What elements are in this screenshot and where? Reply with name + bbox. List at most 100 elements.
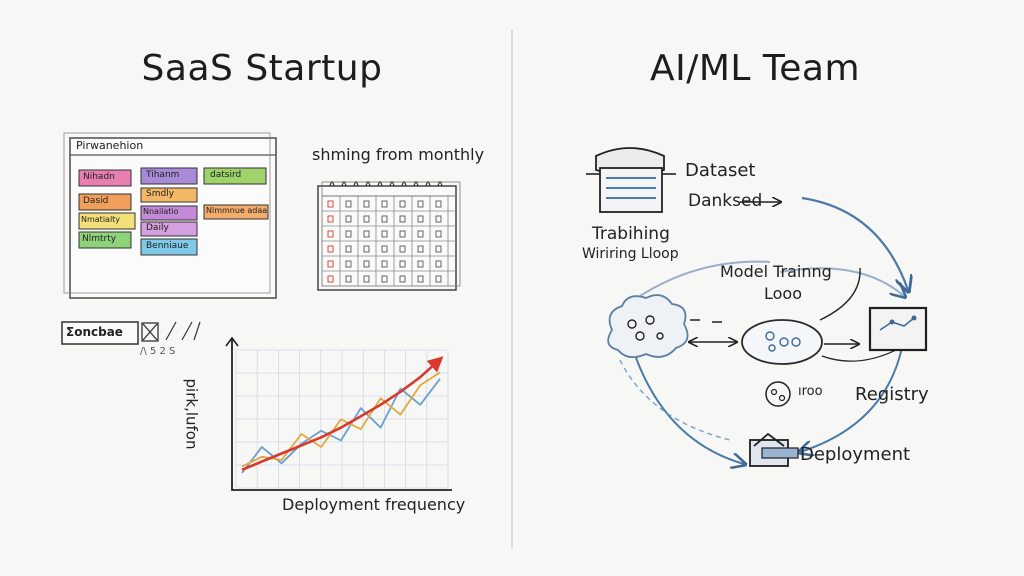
- calendar-ring: [353, 181, 359, 187]
- calendar-day-mark: [417, 245, 424, 253]
- kanban-card-6: [78, 212, 136, 230]
- small-box: [61, 321, 139, 345]
- calendar-day-mark: [363, 245, 370, 253]
- calendar-ring: [413, 181, 419, 187]
- kanban-card-10-label: Daily: [146, 223, 169, 233]
- calendar-day-mark: [345, 215, 352, 223]
- dataset-sub-label: Danksed: [688, 191, 763, 211]
- kanban-card-1: [78, 169, 132, 187]
- calendar-day-mark: [327, 215, 334, 223]
- small-node-label: ıroo: [798, 384, 823, 399]
- curve-model-up: [819, 267, 861, 321]
- arrow-dataset-to-registry: [801, 196, 908, 290]
- training-sub-label: Wiriring Lloop: [582, 246, 679, 262]
- kanban-card-4-label: Dasid: [83, 196, 109, 206]
- y-axis-arrow: [225, 336, 239, 347]
- calendar-day-mark: [363, 230, 370, 238]
- dataset-label: Dataset: [685, 160, 756, 181]
- calendar-ring: [377, 181, 383, 187]
- calendar-day-mark: [399, 275, 406, 283]
- kanban-card-3: [203, 167, 267, 185]
- dataset-server-icon: [586, 147, 676, 213]
- calendar-ring: [341, 181, 347, 187]
- calendar: [317, 181, 461, 291]
- training-label: Trabihing: [592, 224, 670, 244]
- chart-x-label: Deployment frequency: [282, 495, 466, 514]
- arc-training-loop: [639, 260, 771, 297]
- calendar-day-mark: [435, 260, 442, 268]
- small-model-node: [765, 381, 791, 407]
- chart-grid: [235, 349, 449, 489]
- checked-box-x: [142, 323, 158, 341]
- calendar-day-mark: [327, 230, 334, 238]
- series-line-3: [241, 378, 441, 474]
- arc-model-to-registry: [779, 267, 904, 296]
- kanban-header: Pirwanehion: [76, 139, 144, 152]
- calendar-day-mark: [417, 260, 424, 268]
- kanban-card-2-label: Tihanm: [146, 170, 180, 180]
- small-scribble-text: /\ 5 2 S: [140, 346, 176, 357]
- calendar-ring: [329, 181, 335, 187]
- calendar-rings: [329, 181, 443, 187]
- model-training-label: Model Trainng: [720, 262, 832, 281]
- checked-box: [141, 322, 159, 342]
- calendar-day-mark: [435, 200, 442, 208]
- registry-label: Registry: [855, 384, 929, 405]
- calendar-ring: [425, 181, 431, 187]
- scribble-marks: [165, 321, 201, 341]
- calendar-day-mark: [345, 245, 352, 253]
- series-line-2: [241, 371, 441, 468]
- kanban-card-9: [78, 231, 132, 249]
- kanban-card-11: [140, 238, 198, 256]
- calendar-day-mark: [399, 260, 406, 268]
- calendar-day-mark: [381, 200, 388, 208]
- calendar-day-mark: [363, 275, 370, 283]
- kanban-card-9-label: Nlmtrty: [82, 234, 117, 244]
- kanban-card-1-label: Nihadn: [83, 172, 115, 182]
- calendar-day-mark: [399, 245, 406, 253]
- calendar-ring: [365, 181, 371, 187]
- calendar-day-mark: [345, 200, 352, 208]
- small-box-label: Σoncbae: [66, 325, 123, 339]
- calendar-day-mark: [327, 275, 334, 283]
- kanban-card-5: [140, 187, 198, 203]
- calendar-day-mark: [327, 245, 334, 253]
- series-line-1: [241, 356, 444, 472]
- kanban-card-7: [140, 205, 198, 221]
- calendar-day-mark: [345, 260, 352, 268]
- chart-axes: [231, 338, 452, 491]
- dashed-arc: [619, 359, 731, 441]
- calendar-day-mark: [417, 275, 424, 283]
- calendar-day-mark: [381, 260, 388, 268]
- kanban-board: [63, 132, 277, 299]
- calendar-day-mark: [345, 275, 352, 283]
- calendar-ring: [389, 181, 395, 187]
- calendar-day-mark: [345, 230, 352, 238]
- model-training-sub-label: Looo: [764, 284, 802, 303]
- calendar-day-mark: [435, 245, 442, 253]
- calendar-day-mark: [417, 230, 424, 238]
- calendar-caption: shming from monthly: [312, 145, 485, 164]
- calendar-day-mark: [363, 200, 370, 208]
- calendar-ring: [437, 181, 443, 187]
- kanban-card-7-label: Nnailatio: [143, 207, 179, 216]
- calendar-day-mark: [381, 275, 388, 283]
- calendar-day-mark: [399, 215, 406, 223]
- right-title: AI/ML Team: [649, 48, 861, 89]
- kanban-card-8: [203, 204, 269, 220]
- calendar-day-mark: [435, 275, 442, 283]
- model-training-node: [741, 319, 823, 365]
- line-chart: [225, 336, 452, 491]
- kanban-card-10: [140, 221, 198, 237]
- deployment-icon: [749, 432, 799, 467]
- calendar-grid: [321, 195, 456, 287]
- left-title: SaaS Startup: [141, 48, 383, 89]
- kanban-card-2: [140, 167, 198, 185]
- calendar-day-mark: [399, 230, 406, 238]
- kanban-card-6-label: Nmatialty: [81, 215, 121, 224]
- deployment-label: Deployment: [800, 444, 911, 465]
- calendar-day-mark: [381, 215, 388, 223]
- calendar-day-mark: [363, 215, 370, 223]
